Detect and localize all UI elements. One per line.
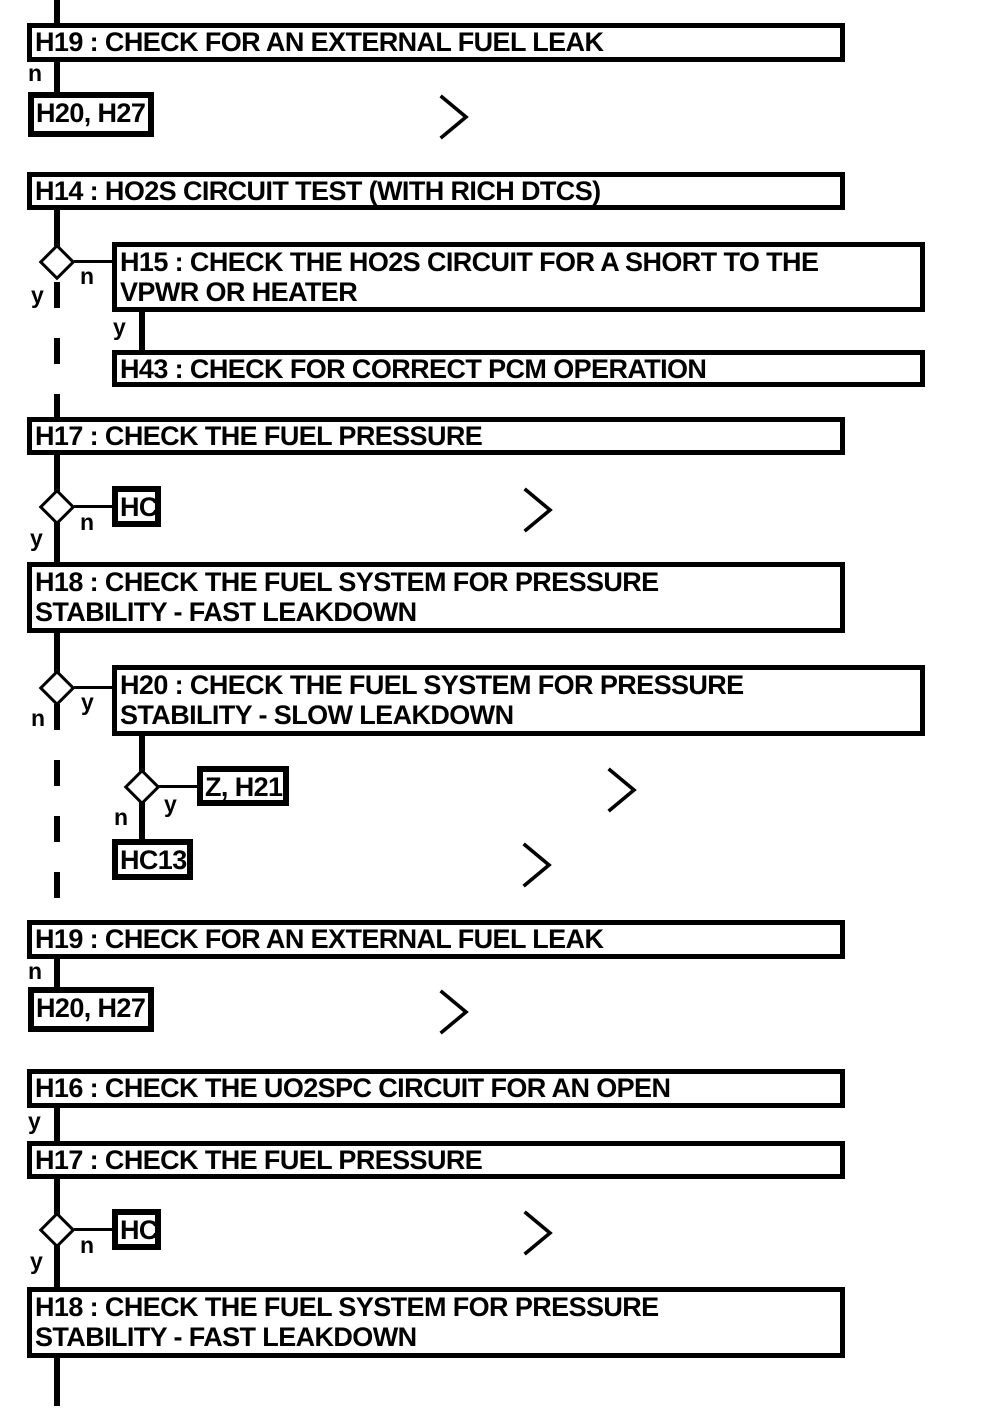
ref-box-h20-h27-lower: H20, H27: [28, 987, 154, 1032]
decision-diamond: [38, 243, 76, 281]
branch-label-y: y: [113, 314, 126, 340]
offpage-connector-icon: [523, 1210, 553, 1256]
step-box-h43: H43 : CHECK FOR CORRECT PCM OPERATION: [112, 350, 925, 387]
connector-horizontal: [74, 686, 114, 689]
step-box-h17-mid: H17 : CHECK THE FUEL PRESSURE: [27, 417, 845, 455]
connector-dashed: [54, 704, 60, 922]
branch-label-n: n: [28, 60, 43, 86]
connector-vertical: [54, 0, 60, 25]
step-box-h19-lower: H19 : CHECK FOR AN EXTERNAL FUEL LEAK: [27, 920, 845, 959]
connector-horizontal: [158, 785, 199, 788]
offpage-connector-icon: [607, 767, 637, 813]
connector-vertical: [139, 310, 145, 352]
step-label: H20 : CHECK THE FUEL SYSTEM FOR PRESSURE: [120, 670, 744, 700]
decision-diamond: [38, 1211, 76, 1249]
branch-label-y: y: [164, 791, 177, 817]
step-label: H18 : CHECK THE FUEL SYSTEM FOR PRESSURE: [35, 567, 659, 597]
offpage-connector-icon: [439, 94, 469, 140]
step-label: H18 : CHECK THE FUEL SYSTEM FOR PRESSURE: [35, 1292, 659, 1322]
offpage-connector-icon: [523, 487, 553, 533]
step-box-h20-slow: H20 : CHECK THE FUEL SYSTEM FOR PRESSURE…: [112, 665, 925, 736]
step-label: H15 : CHECK THE HO2S CIRCUIT FOR A SHORT…: [120, 247, 819, 277]
decision-diamond: [123, 768, 161, 806]
connector-vertical: [54, 1106, 60, 1143]
connector-horizontal: [74, 505, 114, 508]
step-label: H14 : HO2S CIRCUIT TEST (WITH RICH DTCS): [35, 176, 601, 206]
connector-vertical: [139, 801, 145, 842]
connector-vertical: [54, 522, 60, 565]
branch-label-n: n: [31, 705, 46, 731]
offpage-connector-icon: [522, 842, 552, 888]
connector-vertical: [54, 1177, 60, 1216]
connector-vertical: [54, 631, 60, 673]
connector-vertical: [139, 734, 145, 772]
branch-label-y: y: [30, 1248, 43, 1274]
connector-vertical: [54, 1245, 60, 1290]
step-label: H17 : CHECK THE FUEL PRESSURE: [35, 1145, 483, 1175]
step-box-h16: H16 : CHECK THE UO2SPC CIRCUIT FOR AN OP…: [27, 1069, 845, 1108]
step-label: STABILITY - FAST LEAKDOWN: [35, 597, 417, 627]
step-label: H43 : CHECK FOR CORRECT PCM OPERATION: [120, 354, 707, 384]
step-label: STABILITY - SLOW LEAKDOWN: [120, 700, 514, 730]
connector-vertical: [54, 957, 60, 990]
branch-label-n: n: [80, 263, 95, 289]
step-box-h15: H15 : CHECK THE HO2S CIRCUIT FOR A SHORT…: [112, 242, 925, 312]
step-box-h17-bottom: H17 : CHECK THE FUEL PRESSURE: [27, 1141, 845, 1179]
branch-label-n: n: [80, 509, 95, 535]
step-label: VPWR OR HEATER: [120, 277, 358, 307]
decision-diamond: [38, 488, 76, 526]
step-label: H17 : CHECK THE FUEL PRESSURE: [35, 421, 483, 451]
branch-label-y: y: [30, 525, 43, 551]
ref-box-hc-bottom: HC: [112, 1209, 161, 1250]
ref-box-hc13: HC13: [112, 839, 193, 880]
step-box-h19-top: H19 : CHECK FOR AN EXTERNAL FUEL LEAK: [27, 23, 845, 62]
branch-label-n: n: [114, 804, 129, 830]
connector-vertical: [54, 60, 60, 94]
step-label: STABILITY - FAST LEAKDOWN: [35, 1322, 417, 1352]
branch-label-y: y: [31, 282, 44, 308]
ref-box-z-h21: Z, H21: [197, 766, 289, 806]
ref-box-h20-h27-top: H20, H27: [28, 92, 154, 137]
connector-vertical: [54, 208, 60, 248]
step-label: H19 : CHECK FOR AN EXTERNAL FUEL LEAK: [35, 924, 604, 954]
ref-box-hc-mid: HC: [112, 486, 161, 527]
step-box-h18-mid: H18 : CHECK THE FUEL SYSTEM FOR PRESSURE…: [27, 562, 845, 633]
branch-label-y: y: [81, 689, 94, 715]
branch-label-n: n: [80, 1232, 95, 1258]
branch-label-n: n: [28, 958, 43, 984]
branch-label-y: y: [28, 1108, 41, 1134]
step-box-h14: H14 : HO2S CIRCUIT TEST (WITH RICH DTCS): [27, 172, 845, 210]
connector-horizontal: [74, 1228, 114, 1231]
step-label: H16 : CHECK THE UO2SPC CIRCUIT FOR AN OP…: [35, 1073, 671, 1103]
step-label: H19 : CHECK FOR AN EXTERNAL FUEL LEAK: [35, 27, 604, 57]
offpage-connector-icon: [439, 989, 469, 1035]
connector-horizontal: [74, 260, 114, 263]
connector-dashed: [54, 282, 60, 418]
connector-vertical: [54, 453, 60, 493]
step-box-h18-bottom: H18 : CHECK THE FUEL SYSTEM FOR PRESSURE…: [27, 1287, 845, 1358]
connector-vertical: [54, 1356, 60, 1406]
decision-diamond: [38, 669, 76, 707]
